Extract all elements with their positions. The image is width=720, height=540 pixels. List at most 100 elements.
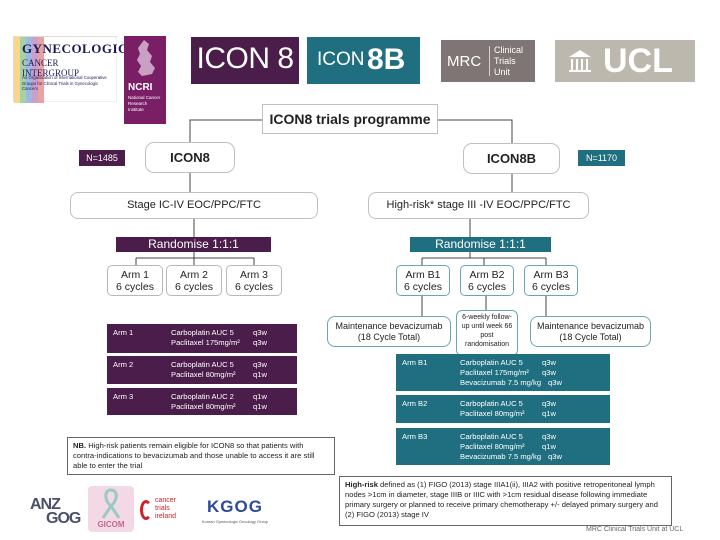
icon8-randomise-bar: Randomise 1:1:1 [116,237,271,252]
gcig-line2: CANCER INTERGROUP [22,58,80,78]
regimen-schedule: q3w [542,358,556,367]
icon8b-randomise-label: Randomise 1:1:1 [435,237,526,251]
cti-line1: cancer [155,497,177,504]
regimen-schedule: q1w [253,392,267,401]
anzgog-line1: ANZ [30,496,61,513]
arm-name: Arm 1 [120,269,149,281]
icon8b-population: High-risk* stage III -IV EOC/PPC/FTC [368,192,589,219]
regimen-drug: Carboplatin AUC 5 [460,399,523,408]
mrc-logo: MRC Clinical Trials Unit [441,40,535,82]
kgog-sub: Korean Gynecologic Oncology Group [201,519,269,524]
icon8b-regimen-arm-b1: Arm B1 Carboplatin AUC 5 q3w Paclitaxel … [396,354,610,391]
regimen-arm: Arm 2 [113,360,134,369]
icon8-logo: ICON 8 [191,37,299,84]
ncri-logo: NCRI National Cancer Research Institute [124,36,166,124]
icon8-regimen-arm-3: Arm 3 Carboplatin AUC 2 q1w Paclitaxel 8… [107,388,297,415]
regimen-schedule: q3w [542,368,556,377]
maintenance-line1: Maintenance bevacizumab [536,321,645,331]
regimen-arm: Arm 3 [113,392,134,401]
regimen-drug: Paclitaxel 80mg/m² [460,442,525,451]
icon8b-maintenance-b3: Maintenance bevacizumab (18 Cycle Total) [530,316,651,347]
regimen-schedule: q3w [548,378,562,387]
regimen-schedule: q1w [253,370,267,379]
regimen-drug: Paclitaxel 80mg/m² [460,409,525,418]
mrc-sub3: Unit [494,67,511,77]
followup-text: 6-weekly follow-up until week 66 post ra… [461,314,513,348]
gcig-sub: An Organisation of International Coopera… [22,75,107,91]
icon8b-regimen-arm-b3: Arm B3 Carboplatin AUC 5 q3w Paclitaxel … [396,428,610,465]
icon8b-highrisk-note: High-risk defined as (1) FIGO (2013) sta… [339,476,672,526]
icon8-regimen-arm-1: Arm 1 Carboplatin AUC 5 q3w Paclitaxel 1… [107,324,297,353]
regimen-drug: Carboplatin AUC 2 [171,392,234,401]
gcig-line1: GYNECOLOGIC [22,41,128,56]
maintenance-line2: (18 Cycle Total) [357,332,421,342]
ucl-text: UCL [603,42,673,80]
anzgog-logo: ANZ GOG [30,496,81,530]
regimen-drug: Bevacizumab 7.5 mg/kg [460,452,542,461]
icon8b-randomise-bar: Randomise 1:1:1 [410,237,551,252]
icon8b-regimen-arm-b2: Arm B2 Carboplatin AUC 5 q3w Paclitaxel … [396,395,610,423]
icon8-arm-1: Arm 1 6 cycles [107,265,163,296]
footer-credit: MRC Clinical Trials Unit at UCL [586,526,684,533]
arm-name: Arm B1 [405,269,441,281]
regimen-drug: Paclitaxel 175mg/m² [460,368,529,377]
arm-name: Arm 3 [239,269,268,281]
icon8b-logo-suffix: 8B [367,43,406,76]
note-bold: High-risk [345,480,378,489]
ucl-logo: UCL [555,40,695,82]
arm-cycles: 6 cycles [532,281,570,293]
icon8b-arm-b3: Arm B3 6 cycles [524,265,578,296]
uk-map-icon [137,40,155,76]
mrc-name: MRC [447,53,482,70]
regimen-arm: Arm B2 [402,399,428,408]
arm-cycles: 6 cycles [175,281,213,293]
arm-cycles: 6 cycles [116,281,154,293]
regimen-schedule: q3w [548,452,562,461]
note-text: High-risk patients remain eligible for I… [73,441,315,470]
regimen-drug: Paclitaxel 175mg/m² [171,338,240,347]
regimen-arm: Arm B3 [402,432,428,441]
maintenance-line1: Maintenance bevacizumab [335,321,443,331]
regimen-drug: Carboplatin AUC 5 [460,358,523,367]
regimen-schedule: q3w [253,328,267,337]
arm-cycles: 6 cycles [235,281,273,293]
regimen-schedule: q3w [542,432,556,441]
programme-title: ICON8 trials programme [262,104,438,134]
icon8b-title: ICON8B [463,143,560,174]
icon8-arm-3: Arm 3 6 cycles [226,265,282,296]
note-text: defined as (1) FIGO (2013) stage IIIA1(i… [345,480,658,519]
icon8b-maintenance-b1: Maintenance bevacizumab (18 Cycle Total) [327,316,451,347]
gcig-logo: GYNECOLOGIC CANCER INTERGROUP An Organis… [13,36,127,103]
icon8b-logo: ICON 8B [307,37,420,84]
regimen-arm: Arm 1 [113,328,134,337]
regimen-schedule: q1w [253,402,267,411]
maintenance-line2: (18 Cycle Total) [559,332,622,342]
regimen-drug: Carboplatin AUC 5 [460,432,523,441]
icon8b-logo-prefix: ICON [317,49,365,70]
note-bold: NB. [73,441,87,450]
mrc-divider [489,46,490,76]
icon8-note: NB. High-risk patients remain eligible f… [67,437,335,475]
icon8-arm-2: Arm 2 6 cycles [166,265,222,296]
regimen-drug: Bevacizumab 7.5 mg/kg [460,378,542,387]
icon8b-arm-b2: Arm B2 6 cycles [460,265,514,296]
regimen-schedule: q3w [253,338,267,347]
ribbon-icon [101,488,121,519]
arm-cycles: 6 cycles [404,281,442,293]
icon8b-followup-b2: 6-weekly follow-up until week 66 post ra… [456,310,518,356]
regimen-drug: Paclitaxel 80mg/m² [171,402,236,411]
arm-name: Arm B3 [533,269,569,281]
regimen-drug: Carboplatin AUC 5 [171,328,234,337]
gicom-logo: GICOM [88,486,134,532]
arm-cycles: 6 cycles [468,281,506,293]
icon8-population: Stage IC-IV EOC/PPC/FTC [70,192,318,219]
icon8-randomise-label: Randomise 1:1:1 [148,237,239,251]
regimen-drug: Carboplatin AUC 5 [171,360,234,369]
regimen-drug: Paclitaxel 80mg/m² [171,370,236,379]
cti-line3: ireland [155,513,177,520]
regimen-schedule: q3w [542,399,556,408]
kgog-text: KGOG [207,497,263,516]
mrc-sub2: Trials [494,56,516,66]
icon8-title: ICON8 [145,142,235,173]
